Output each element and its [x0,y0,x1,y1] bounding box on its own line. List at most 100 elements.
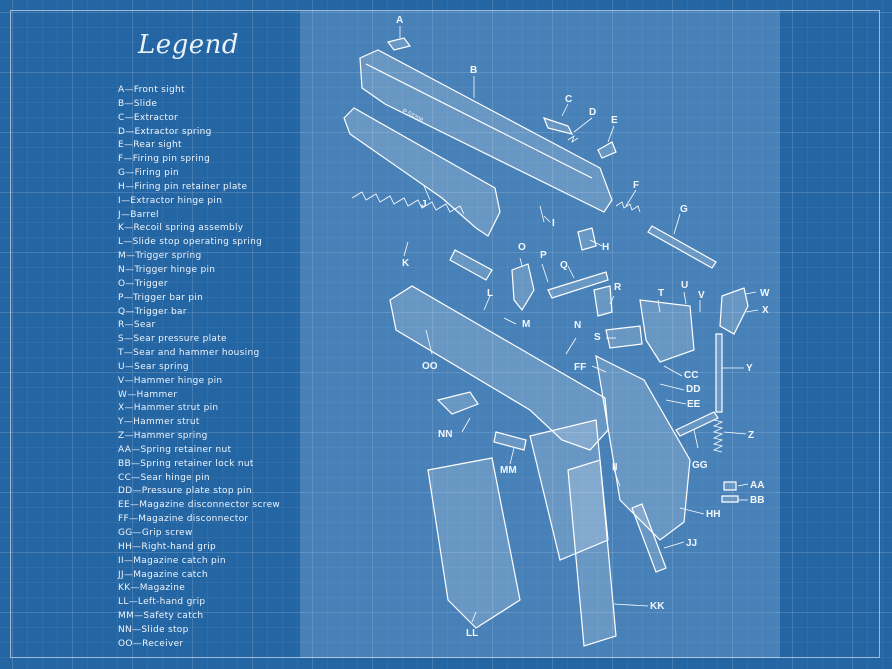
legend-item: U—Sear spring [118,361,189,372]
legend-item: DD—Pressure plate stop pin [118,486,252,497]
callout-label: CC [684,370,698,381]
diagram-panel [300,11,780,658]
legend-item: Q—Trigger bar [118,306,187,317]
callout-label: R [614,282,622,293]
extractor-part [542,117,574,135]
legend-item: S—Sear pressure plate [118,334,227,345]
callout-label: E [611,115,618,126]
callout-label: GG [692,460,708,471]
legend-item: FF—Magazine disconnector [118,514,249,525]
extractor-spring-part [567,135,579,143]
callout-label: L [487,288,493,299]
legend-item: L—Slide stop operating spring [118,237,263,248]
callout-label: O [518,242,526,253]
legend-item: I—Extractor hinge pin [118,195,223,206]
callout-label: DD [686,384,700,395]
slide-stop-part [436,391,479,415]
grip-screw-part [675,411,719,437]
hammer-spring-part [712,419,724,453]
callout-label: HH [706,509,720,520]
sear-part [593,285,613,317]
safety-catch-part [493,431,527,451]
callout-label: BB [750,495,764,506]
callout-label: OO [422,361,438,372]
hammer-housing-part [639,299,695,363]
legend-item: E—Rear sight [118,140,182,151]
legend-item: W—Hammer [118,389,178,400]
leader-lines [399,26,759,623]
receiver-part [389,285,609,451]
legend-item: MM—Safety catch [118,611,204,622]
legend-item: K—Recoil spring assembly [118,223,244,234]
callout-label: X [762,305,769,316]
callout-label: D [589,107,596,118]
callout-label: LL [466,628,478,639]
slide-rib [365,63,593,179]
legend-item: X—Hammer strut pin [118,403,219,414]
callout-label: T [658,288,664,299]
recoil-spring-part [351,191,465,215]
legend-item: J—Barrel [118,209,159,220]
legend-item: EE—Magazine disconnector screw [118,500,281,511]
callout-label: F [633,180,639,191]
legend-item: GG—Grip screw [118,528,193,538]
slide-part [359,49,613,213]
hammer-strut-part [715,333,723,413]
legend-item: JJ—Magazine catch [118,569,208,580]
barrel-part [343,107,501,237]
retainer-plate-part [577,227,597,251]
legend-item: N—Trigger hinge pin [118,264,216,275]
legend-item: AA—Spring retainer nut [118,444,232,455]
grip-frame-part [529,419,609,561]
callout-label: JJ [686,538,697,549]
legend-item: NN—Slide stop [118,624,189,635]
callout-label: Q [560,260,568,271]
firing-pin-part [647,225,717,269]
firing-pin-spring-part [615,201,641,213]
callout-label: V [698,290,705,301]
legend-item: F—Firing pin spring [118,154,211,165]
callout-label: II [612,462,618,473]
legend-item: CC—Sear hinge pin [118,472,210,483]
legend-item: M—Trigger spring [118,251,202,262]
legend-item: T—Sear and hammer housing [118,348,260,359]
callout-label: FF [574,362,586,373]
legend-item: G—Firing pin [118,168,179,179]
legend-item: A—Front sight [118,85,185,95]
trigger-bar-part [547,271,609,299]
callout-label: MM [500,465,517,476]
rear-sight-part [597,141,617,159]
callout-label: Y [746,363,753,374]
right-grip-part [595,354,691,541]
sear-plate-part [605,325,643,349]
callout-label: W [760,288,770,299]
legend-item: BB—Spring retainer lock nut [118,458,254,469]
legend-item: R—Sear [118,320,156,331]
callout-label: C [565,94,572,105]
callout-label: G [680,204,688,215]
extractor-hinge-pin-part [539,205,545,223]
legend-item: KK—Magazine [118,583,186,594]
callout-label: S [594,332,601,343]
legend-item: II—Magazine catch pin [118,555,226,566]
magazine-part [567,459,617,647]
lock-nut-part [721,495,739,503]
callout-label: H [602,242,609,253]
legend-item: P—Trigger bar pin [118,292,204,303]
legend-item: C—Extractor [118,112,179,123]
callout-label: P [540,250,547,261]
trigger-part [511,263,535,312]
legend-item: V—Hammer hinge pin [118,375,223,386]
callout-label: K [402,258,410,269]
callout-label: U [681,280,688,291]
callout-label: AA [750,480,764,491]
legend-item: LL—Left-hand grip [118,597,206,608]
legend-item: O—Trigger [118,278,168,289]
sheet-border [10,10,880,658]
callout-label: I [552,218,555,229]
front-sight-part [386,37,412,51]
callout-label: A [396,15,403,26]
